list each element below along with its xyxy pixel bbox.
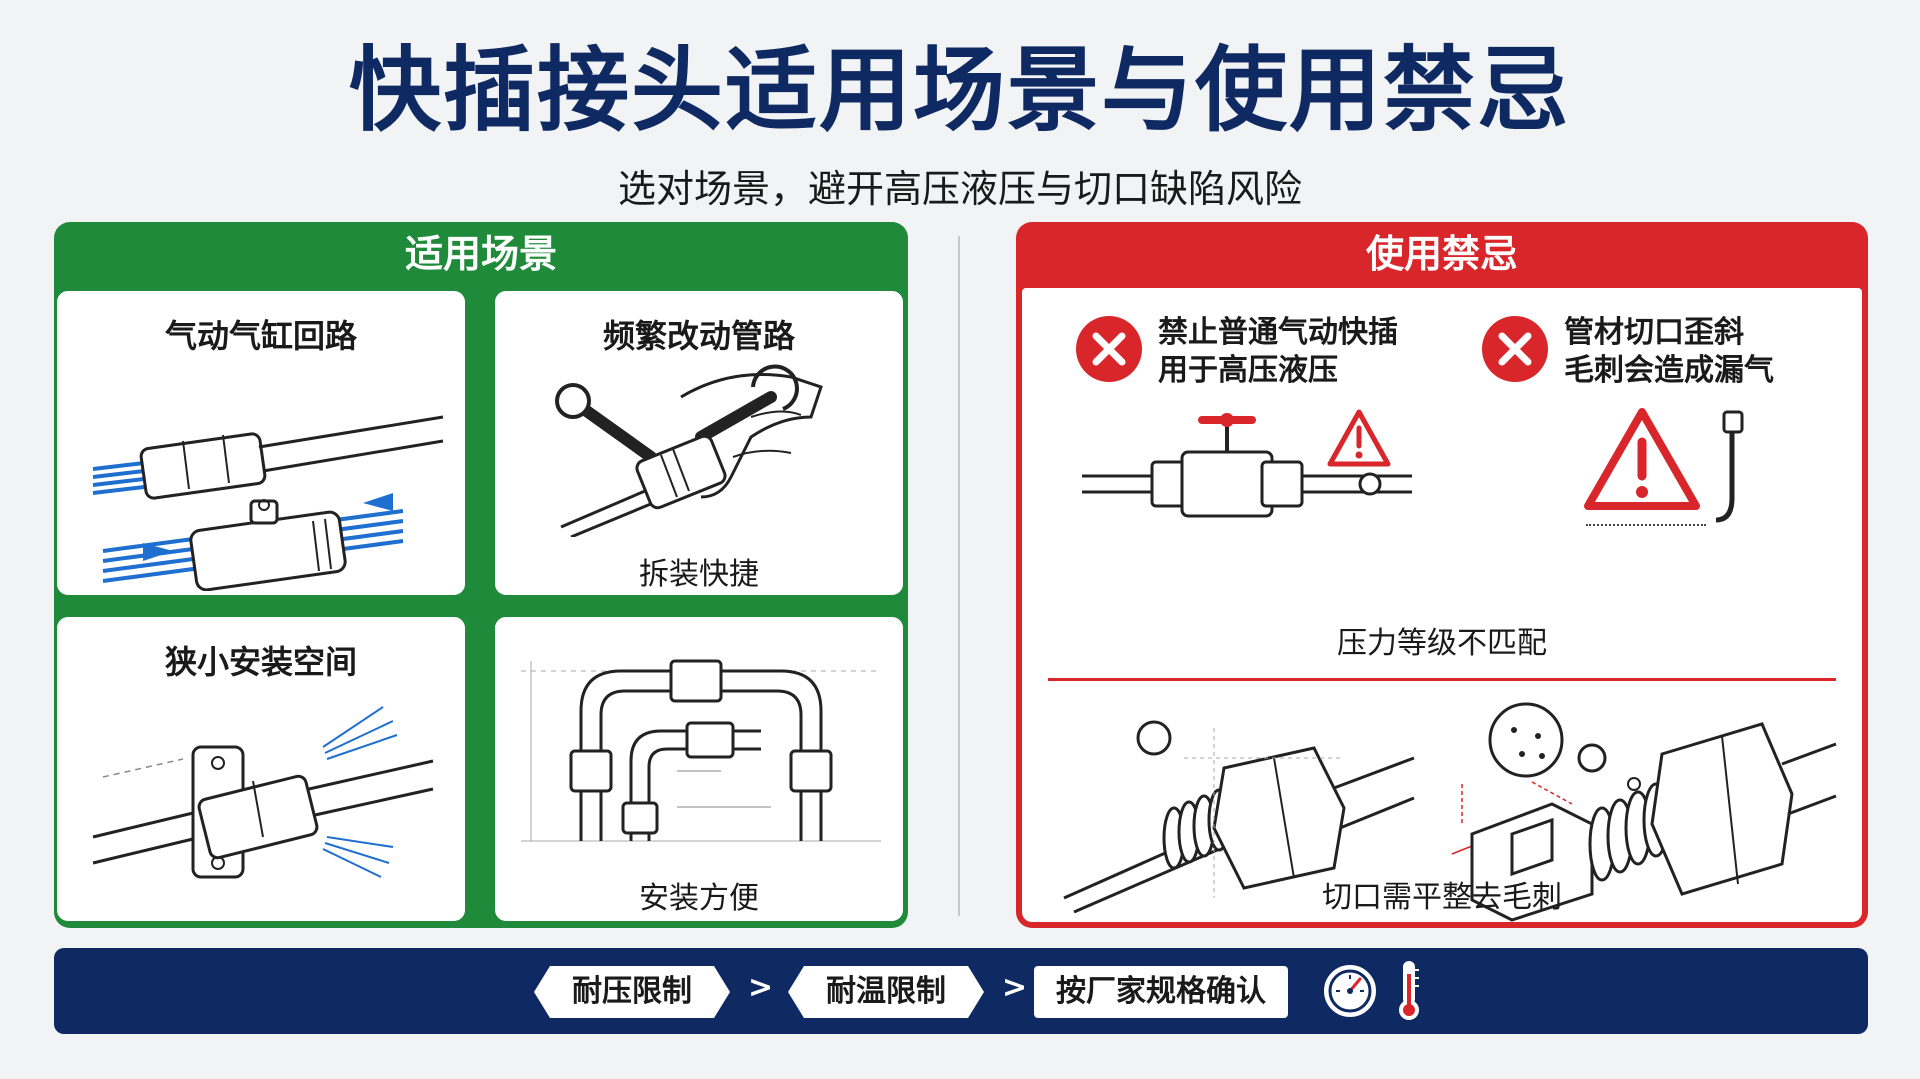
- card-caption: 安装方便: [639, 881, 759, 916]
- step-separator: >: [748, 970, 774, 1005]
- burr-fitting-illustration: [1451, 702, 1837, 922]
- forbidden-header: 使用禁忌: [1365, 232, 1518, 276]
- card-pneumatic-cylinder: 气动气缸回路: [54, 288, 468, 598]
- pneumatic-fitting-illustration: [92, 415, 444, 591]
- x-circle-icon: [1076, 316, 1142, 382]
- page-title: 快插接头适用场景与使用禁忌: [348, 37, 1571, 144]
- warning-cut-burr: 管材切口歪斜 毛刺会造成漏气: [1564, 314, 1774, 390]
- limits-bar: 耐压限制 > 耐温限制 > 按厂家规格确认: [54, 948, 1868, 1034]
- warning-line: 管材切口歪斜: [1564, 315, 1744, 350]
- applicable-header: 适用场景: [404, 232, 557, 276]
- x-circle-icon: [1482, 316, 1548, 382]
- card-narrow-space: 狭小安装空间: [54, 614, 468, 924]
- card-title: 气动气缸回路: [164, 317, 357, 355]
- step-temperature-limit: 耐温限制: [788, 966, 984, 1018]
- warning-triangle-icon: [1584, 408, 1700, 510]
- card-caption: 拆装快捷: [639, 557, 759, 592]
- wrench-hand-illustration: [555, 364, 823, 537]
- warning-line: 用于高压液压: [1158, 353, 1338, 388]
- warning-line: 禁止普通气动快插: [1158, 315, 1398, 350]
- ruler-strip: [1586, 524, 1706, 528]
- thermometer-icon: [1399, 961, 1419, 1020]
- card-easy-install: 安装方便: [492, 614, 906, 924]
- warning-hydraulic: 禁止普通气动快插 用于高压液压: [1158, 314, 1398, 390]
- forbidden-panel: 使用禁忌 禁止普通气动快插 用于高压液压 管材切口歪斜 毛刺会造成漏气: [1016, 222, 1868, 928]
- card-title: 频繁改动管路: [602, 317, 795, 355]
- step-pressure-limit: 耐压限制: [534, 966, 730, 1018]
- caption-cut-deburr: 切口需平整去毛刺: [1322, 880, 1562, 915]
- step-confirm-spec: 按厂家规格确认: [1034, 966, 1288, 1018]
- card-frequent-changes: 频繁改动管路 拆装快捷: [492, 288, 906, 598]
- bent-tube-illustration: [1715, 410, 1744, 523]
- applicable-panel: 适用场景 气动气缸回路: [54, 222, 908, 928]
- step-separator: >: [1002, 970, 1028, 1005]
- forbidden-content: 禁止普通气动快插 用于高压液压 管材切口歪斜 毛刺会造成漏气: [1022, 288, 1862, 922]
- threaded-fitting-illustration: [1063, 720, 1415, 914]
- card-title: 狭小安装空间: [164, 643, 357, 681]
- page-subtitle: 选对场景，避开高压液压与切口缺陷风险: [617, 167, 1302, 211]
- pressure-gauge-icon: [1324, 965, 1376, 1017]
- caption-pressure-mismatch: 压力等级不匹配: [1337, 626, 1547, 661]
- hydraulic-valve-illustration: [1082, 413, 1412, 518]
- piping-layout-illustration: [521, 659, 881, 842]
- warning-triangle-icon: [1327, 409, 1391, 467]
- center-divider: [958, 236, 960, 916]
- warning-line: 毛刺会造成漏气: [1564, 353, 1774, 388]
- section-divider: [1048, 678, 1836, 681]
- compact-fitting-illustration: [92, 706, 434, 879]
